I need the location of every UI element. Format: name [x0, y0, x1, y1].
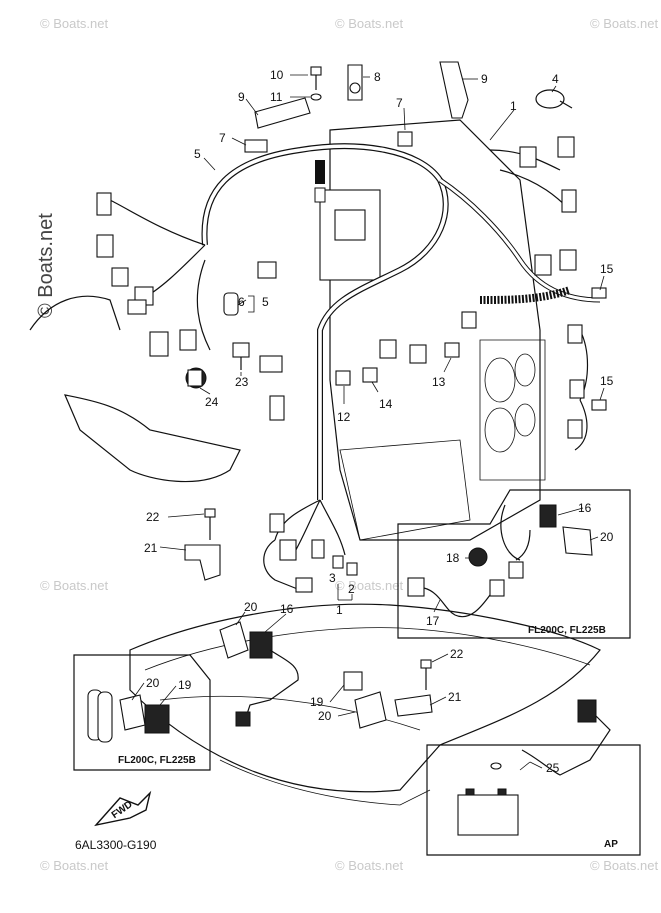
fwd-arrow: FWD [94, 790, 152, 827]
callout-19-inset-left: 19 [178, 678, 192, 692]
callout-20-inset-left: 20 [146, 676, 160, 690]
inset-left: FL200C, FL225B [73, 654, 211, 771]
callout-7: 7 [396, 96, 403, 110]
callout-20-mid: 20 [244, 600, 258, 614]
callout-6: 6 [238, 295, 245, 309]
top-parts [185, 61, 607, 411]
callout-16-inset: 16 [578, 501, 592, 515]
callout-12: 12 [337, 410, 351, 424]
callout-20-lower: 20 [318, 709, 332, 723]
inset-left-caption: FL200C, FL225B [118, 755, 196, 766]
watermark-group: © Boats.net © Boats.net © Boats.net © Bo… [35, 16, 659, 873]
callout-13: 13 [432, 375, 446, 389]
callout-10: 10 [270, 68, 284, 82]
callout-22-lower: 22 [450, 647, 464, 661]
callout-labels: 10 8 9 4 9 11 7 1 7 5 6 5 15 23 24 13 12… [144, 68, 614, 775]
callout-22: 22 [146, 510, 160, 524]
callout-14: 14 [379, 397, 393, 411]
callout-23: 23 [235, 375, 249, 389]
watermark: © Boats.net [40, 578, 109, 593]
callout-11: 11 [270, 90, 283, 104]
callout-1-top: 1 [510, 99, 517, 113]
watermark: © Boats.net [335, 578, 404, 593]
watermark-vertical: © Boats.net [35, 213, 57, 318]
callout-5-bracket: 5 [262, 295, 269, 309]
bracket-6-5 [248, 295, 255, 313]
lower-cowling [29, 295, 601, 806]
callout-8: 8 [374, 70, 381, 84]
watermark: © Boats.net [335, 16, 404, 31]
inset-battery: AP [426, 699, 641, 856]
callout-15-bottom: 15 [600, 374, 614, 388]
leader-lines [131, 74, 605, 769]
callout-2: 2 [348, 582, 355, 596]
callout-4: 4 [552, 72, 559, 86]
main-wire-harness [109, 143, 601, 591]
callout-7-left: 7 [219, 131, 226, 145]
callout-9-left: 9 [238, 90, 245, 104]
callout-17: 17 [426, 614, 440, 628]
connectors [96, 136, 585, 593]
watermark: © Boats.net [40, 858, 109, 873]
callout-5-top: 5 [194, 147, 201, 161]
watermark: © Boats.net [40, 16, 109, 31]
callout-21-lower: 21 [448, 690, 462, 704]
callout-20-inset: 20 [600, 530, 614, 544]
watermark: © Boats.net [590, 858, 659, 873]
callout-3: 3 [329, 571, 336, 585]
callout-18: 18 [446, 551, 460, 565]
callout-15-top: 15 [600, 262, 614, 276]
inset-right: FL200C, FL225B [397, 489, 631, 639]
callout-24: 24 [205, 395, 219, 409]
inset-right-caption: FL200C, FL225B [528, 625, 606, 636]
watermark: © Boats.net [590, 16, 659, 31]
callout-9: 9 [481, 72, 488, 86]
part-code: 6AL3300-G190 [75, 838, 157, 852]
engine-block [319, 119, 546, 541]
callout-25: 25 [546, 761, 560, 775]
inset-battery-caption: AP [604, 839, 618, 850]
callout-21: 21 [144, 541, 158, 555]
watermark: © Boats.net [335, 858, 404, 873]
callout-19-lower: 19 [310, 695, 324, 709]
callout-1-bottom: 1 [336, 603, 343, 617]
callout-16-mid: 16 [280, 602, 294, 616]
lower-parts [184, 508, 433, 729]
